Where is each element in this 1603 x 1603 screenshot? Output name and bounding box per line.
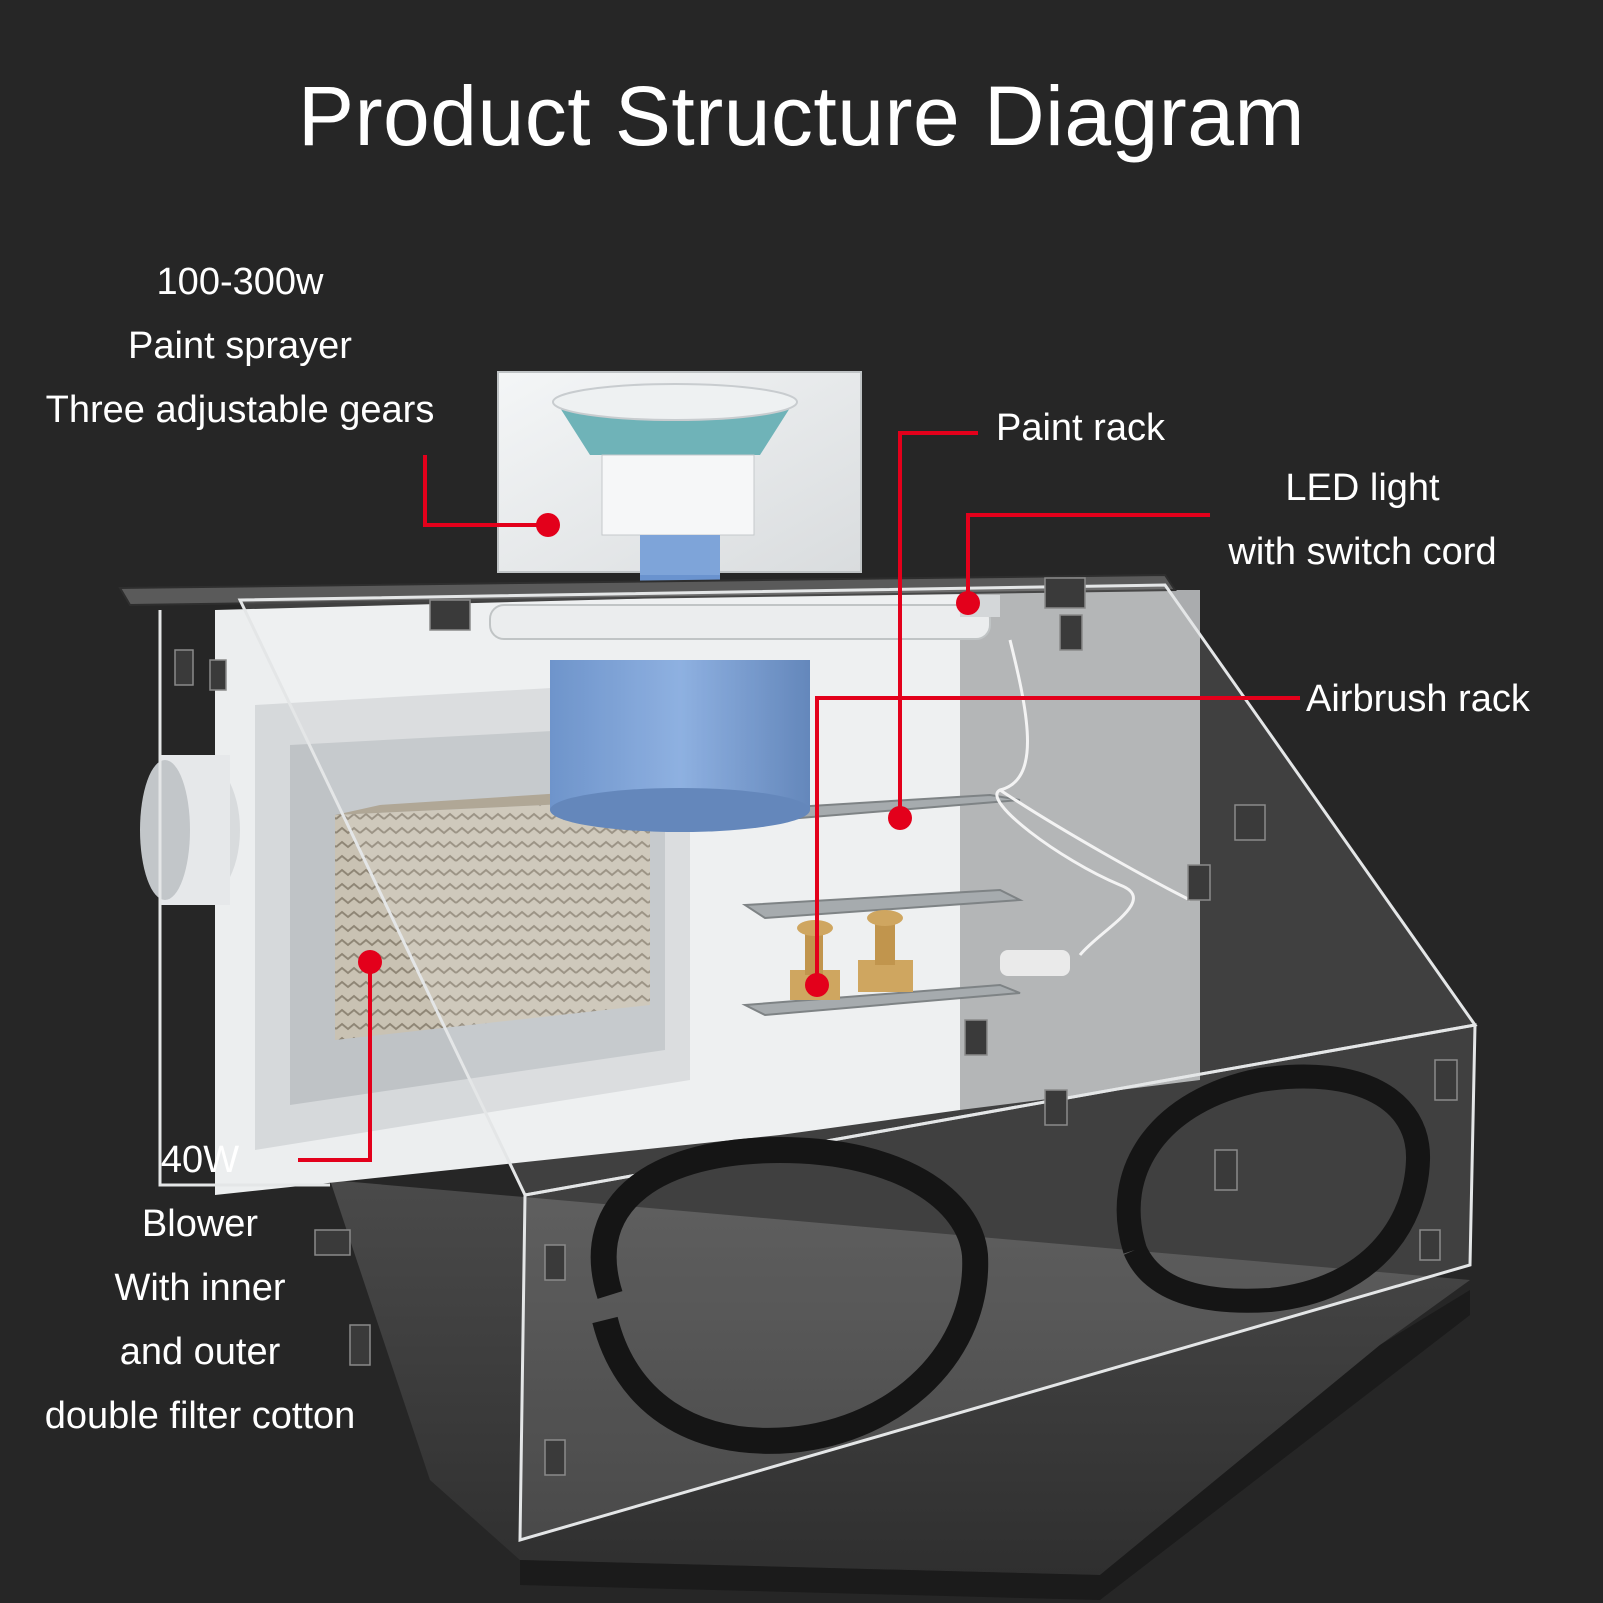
blower-power-text: 40W — [160, 1139, 240, 1181]
led-light-label: LED light with switch cord — [1190, 456, 1535, 584]
callout-dots — [358, 513, 980, 997]
led-switch-cord — [995, 639, 1191, 956]
callout-dot-led — [956, 591, 980, 615]
paint-rack-label: Paint rack — [996, 396, 1165, 460]
led-light-text: LED light — [1285, 467, 1440, 509]
callout-lines — [298, 431, 1300, 1162]
airbrush-rack-label: Airbrush rack — [1306, 667, 1530, 731]
arm-hole-right — [1116, 1064, 1430, 1313]
paint-sprayer-box — [497, 371, 862, 575]
sprayer-gears-text: Three adjustable gears — [45, 389, 435, 431]
sprayer-label: 100-300w Paint sprayer Three adjustable … — [0, 250, 480, 442]
blower-label: 40W Blower With inner and outer double f… — [0, 1128, 400, 1448]
callout-line-led — [966, 513, 1210, 603]
blower-name-text: Blower — [141, 1203, 259, 1245]
blower-duct — [140, 755, 240, 905]
sprayer-name-text: Paint sprayer — [128, 325, 352, 367]
airbrush-rack-text: Airbrush rack — [1306, 678, 1530, 720]
callout-line-airbrush — [815, 696, 1300, 985]
switch-box — [1000, 950, 1070, 976]
sprayer-power-text: 100-300w — [156, 261, 324, 303]
hinges — [174, 577, 1458, 1476]
callout-dot-paint-rack — [888, 806, 912, 830]
callout-line-sprayer — [423, 455, 548, 527]
blower-detail-text-2: and outer — [119, 1331, 281, 1373]
callout-line-blower — [298, 962, 372, 1162]
callout-dot-blower — [358, 950, 382, 974]
led-cord-text: with switch cord — [1228, 531, 1497, 573]
blower-detail-text-3: double filter cotton — [44, 1395, 356, 1437]
side-glass-edge — [158, 610, 330, 1187]
arm-hole-left — [590, 1136, 989, 1454]
paint-rack-text: Paint rack — [996, 407, 1165, 449]
blower-detail-text-1: With inner — [114, 1267, 286, 1309]
callout-dot-sprayer — [536, 513, 560, 537]
page-title: Product Structure Diagram — [298, 69, 1305, 163]
callout-line-paint-rack — [898, 431, 978, 818]
callout-dot-airbrush — [805, 973, 829, 997]
